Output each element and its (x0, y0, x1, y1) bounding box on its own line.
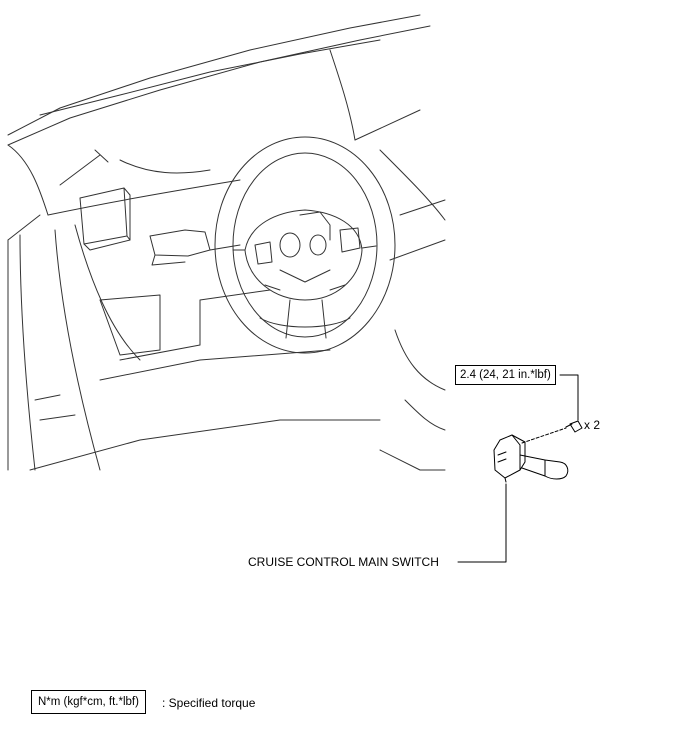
bolt-icon (521, 420, 583, 444)
legend-description: : Specified torque (162, 696, 256, 710)
part-leader (457, 483, 507, 563)
torque-leader (559, 374, 579, 421)
center-display (79, 187, 131, 251)
combination-lever (149, 229, 241, 266)
torque-callout-box: 2.4 (24, 21 in.*lbf) (455, 365, 556, 385)
dashboard-outline (7, 14, 446, 471)
cruise-control-switch-label: CRUISE CONTROL MAIN SWITCH (248, 555, 439, 569)
bolt-quantity-label: x 2 (584, 418, 601, 432)
cruise-control-switch-icon (493, 434, 569, 483)
steering-wheel-icon (214, 136, 396, 354)
legend-unit-box: N*m (kgf*cm, ft.*lbf) (31, 690, 146, 714)
